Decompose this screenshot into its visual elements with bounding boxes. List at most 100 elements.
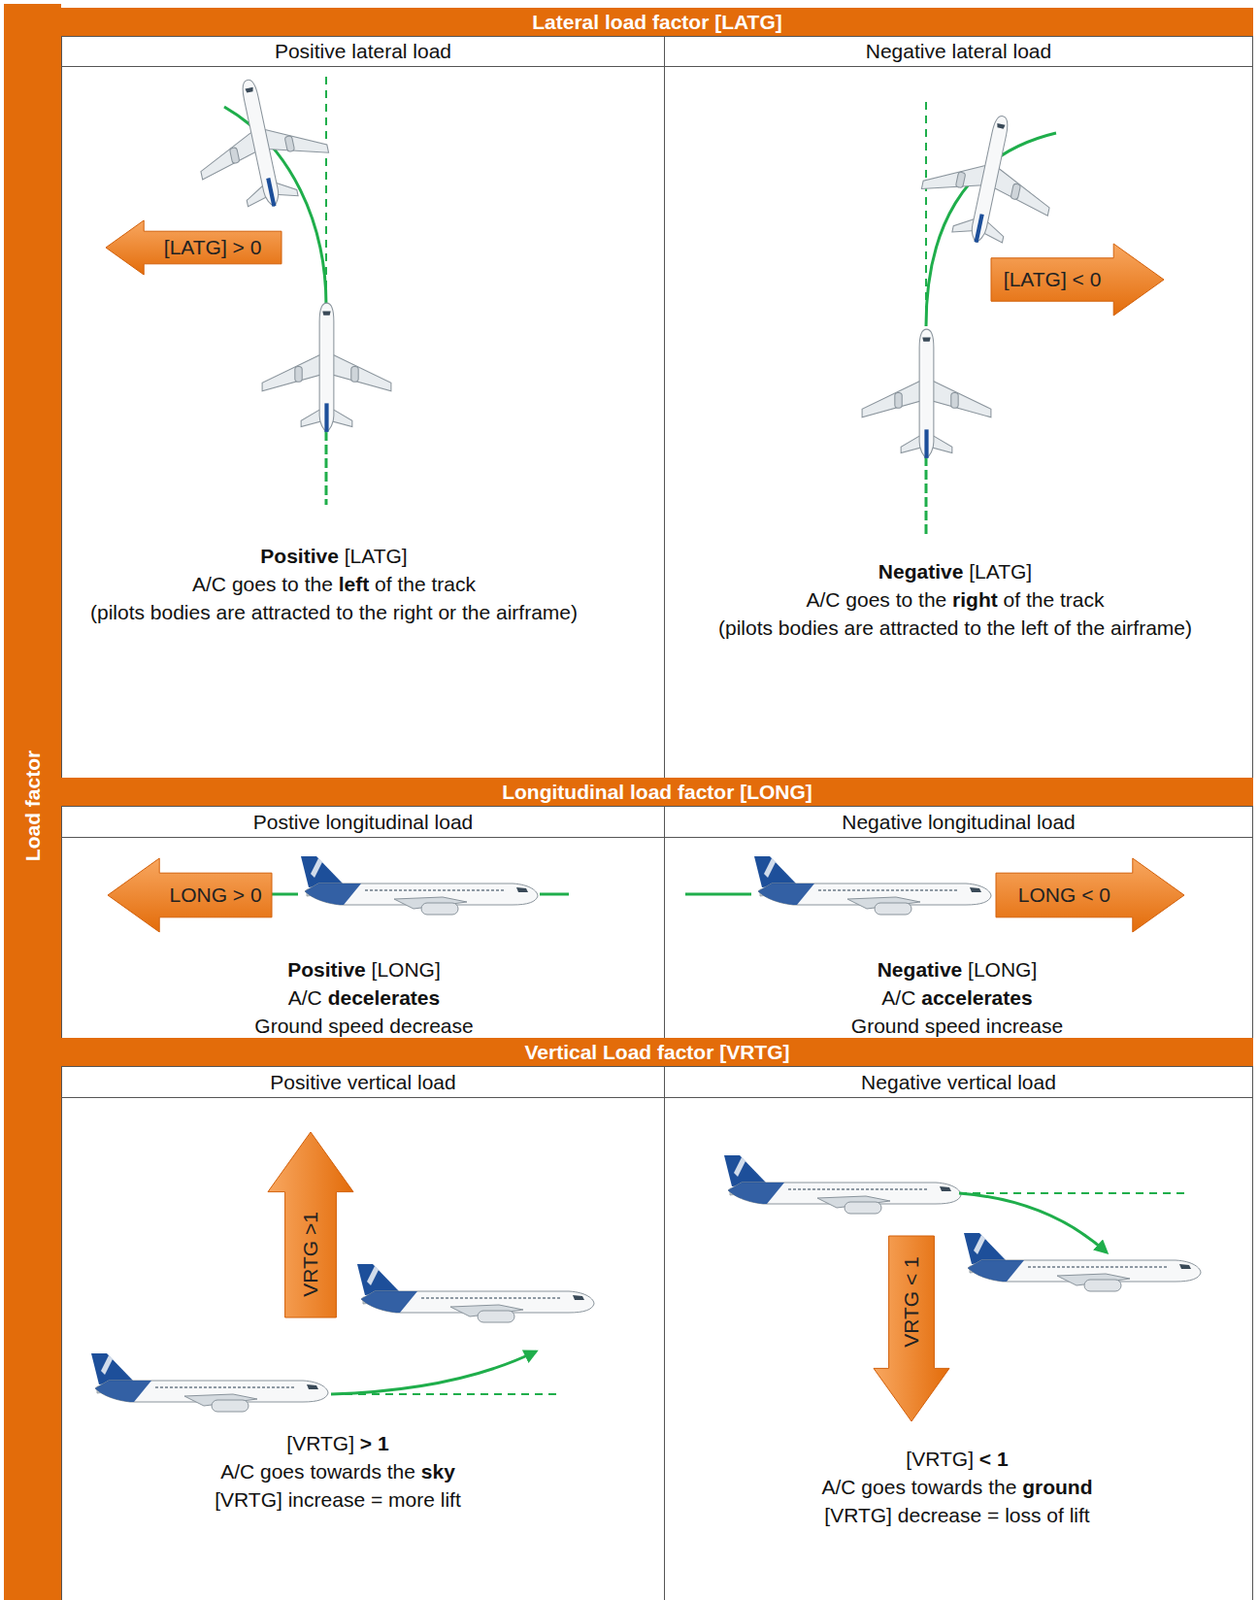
text-run: left: [1021, 616, 1049, 639]
arrow-outline: [873, 1235, 950, 1422]
text-run: 1: [377, 1431, 390, 1455]
text-run: Positive: [260, 544, 339, 567]
text-run: bodies: [150, 600, 211, 624]
load-arrow: LONG > 0: [107, 858, 272, 932]
load-arrow: [LATG] > 0: [105, 220, 282, 275]
text-run: are: [216, 600, 246, 624]
text-run: >: [360, 1431, 372, 1455]
text-run: right: [393, 600, 433, 624]
text-run: left: [338, 572, 370, 596]
text-run: of: [1054, 616, 1072, 639]
text-run: Ground: [254, 1014, 323, 1037]
description-text: A/C accelerates: [714, 983, 1200, 1012]
arrow-label-area: [LATG] < 0: [991, 258, 1114, 301]
text-run: to: [335, 600, 354, 624]
content-cell: [VRTG] > 1A/C goes towards the sky[VRTG]…: [61, 1096, 665, 1600]
text-run: A/C: [288, 986, 323, 1009]
description-text: A/C goes towards the ground: [704, 1472, 1210, 1501]
arrow-outline: [105, 220, 282, 275]
text-run: Negative: [878, 560, 964, 583]
description-text: Positive [LATG]: [81, 541, 587, 570]
arrow-label: LONG > 0: [169, 883, 263, 907]
arrow-label-area: VRTG >1: [285, 1192, 337, 1318]
text-run: are: [844, 616, 874, 639]
text-run: Positive: [287, 958, 366, 981]
text-run: the: [987, 616, 1016, 639]
arrow-outline: [995, 858, 1185, 932]
description-text: A/C decelerates: [121, 983, 607, 1012]
text-run: A/C: [192, 572, 227, 596]
text-run: the: [397, 572, 426, 596]
description-group: Negative [LATG]A/C goes to the right of …: [702, 557, 1208, 642]
text-run: accelerates: [921, 986, 1032, 1009]
section-header: Longitudinal load factor [LONG]: [61, 777, 1254, 806]
description-text: A/C goes to the left of the track: [81, 569, 587, 598]
arrow-outline: [107, 858, 272, 932]
description-group: Positive [LATG]A/C goes to the left of t…: [81, 541, 587, 627]
text-run: to: [963, 616, 982, 639]
load-arrow: LONG < 0: [995, 858, 1185, 932]
description-group: [VRTG] < 1A/C goes towards the ground[VR…: [704, 1444, 1210, 1529]
description-group: Positive [LONG]A/C deceleratesGround spe…: [121, 955, 607, 1040]
description-text: Ground speed increase: [714, 1011, 1200, 1040]
column-header: Positive vertical load: [61, 1065, 665, 1098]
text-run: of: [374, 572, 393, 596]
text-run: [LATG]: [968, 560, 1032, 583]
text-run: [LATG]: [344, 544, 408, 567]
description-group: Negative [LONG]A/C acceleratesGround spe…: [714, 955, 1200, 1040]
text-run: [LONG]: [371, 958, 441, 981]
text-run: to: [281, 572, 299, 596]
text-run: [LONG]: [967, 958, 1037, 981]
band-title: Load factor: [21, 750, 45, 862]
text-run: towards: [309, 1459, 382, 1483]
column-header: Positive lateral load: [61, 35, 665, 67]
text-run: loss: [1004, 1503, 1041, 1526]
text-run: A/C: [881, 986, 916, 1009]
content-cell: Negative [LATG]A/C goes to the right of …: [663, 66, 1254, 779]
section-title: Lateral load factor [LATG]: [531, 10, 782, 34]
text-run: attracted: [879, 616, 960, 639]
text-run: airframe): [496, 600, 578, 624]
description-text: Negative [LONG]: [714, 955, 1200, 984]
description-text: [VRTG] > 1: [85, 1428, 591, 1458]
section-title: Vertical Load factor [VRTG]: [524, 1040, 790, 1064]
description-text: Negative [LATG]: [702, 557, 1208, 586]
text-run: the: [1076, 616, 1105, 639]
text-run: [VRTG]: [905, 1447, 974, 1470]
column-title: Negative lateral load: [865, 39, 1052, 64]
text-run: goes: [845, 588, 891, 611]
text-run: decrease: [389, 1014, 473, 1037]
arrow-outline: [991, 243, 1164, 316]
text-run: decelerates: [328, 986, 441, 1009]
text-run: the: [988, 1475, 1017, 1498]
column-title: Positive lateral load: [274, 39, 452, 64]
text-run: goes: [231, 572, 277, 596]
side-band: Load factor: [3, 3, 62, 1600]
description-text: A/C goes to the right of the track: [702, 585, 1208, 614]
arrow-label: LONG < 0: [1018, 883, 1111, 907]
text-run: increase: [288, 1488, 365, 1511]
text-run: ground: [1022, 1475, 1093, 1498]
load-arrow: [LATG] < 0: [991, 243, 1164, 316]
text-run: right: [952, 588, 998, 611]
text-run: [VRTG]: [214, 1488, 283, 1511]
arrow-label: [LATG] < 0: [1003, 267, 1102, 292]
text-run: lift: [440, 1488, 462, 1511]
text-run: the: [304, 572, 333, 596]
text-run: track: [430, 572, 476, 596]
content-cell: Negative [LONG]A/C acceleratesGround spe…: [663, 836, 1254, 1039]
description-text: [VRTG] decrease = loss of lift: [704, 1500, 1210, 1529]
text-run: [VRTG]: [286, 1431, 355, 1455]
text-run: more: [388, 1488, 435, 1511]
text-run: lift: [1069, 1503, 1091, 1526]
text-run: of: [1046, 1503, 1064, 1526]
text-run: attracted: [251, 600, 332, 624]
text-run: (pilots: [90, 600, 145, 624]
text-run: the: [387, 1459, 416, 1483]
arrow-label-area: LONG > 0: [159, 872, 272, 918]
content-cell: Positive [LATG]A/C goes to the left of t…: [61, 66, 665, 779]
description-text: (pilots bodies are attracted to the righ…: [81, 597, 587, 627]
text-run: (pilots: [718, 616, 773, 639]
text-run: the: [918, 588, 947, 611]
